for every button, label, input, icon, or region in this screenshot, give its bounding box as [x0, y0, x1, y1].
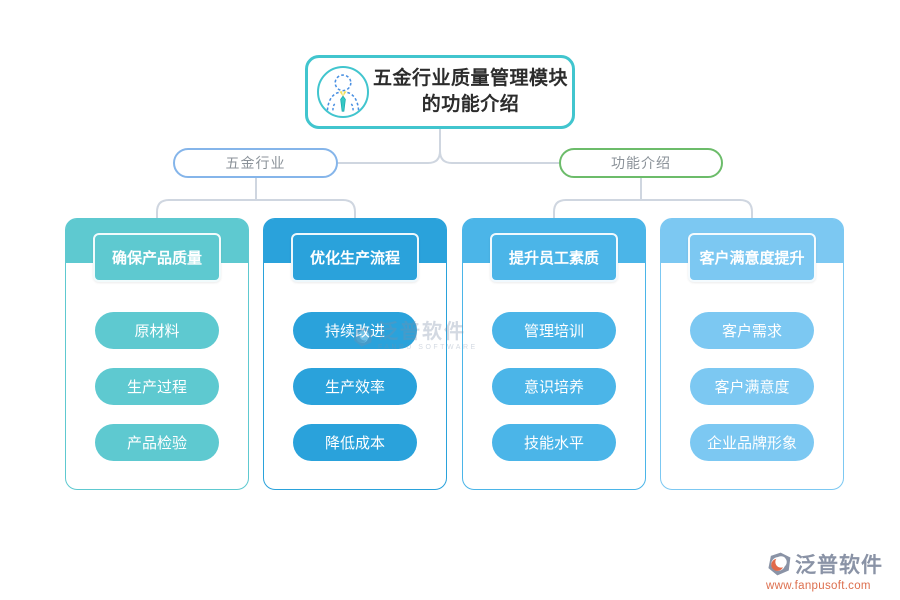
card-item: 产品检验 [95, 424, 219, 461]
card-item: 降低成本 [293, 424, 417, 461]
card-item: 管理培训 [492, 312, 616, 349]
card-item: 意识培养 [492, 368, 616, 405]
branch-node-hardware-industry: 五金行业 [173, 148, 338, 178]
card-item: 原材料 [95, 312, 219, 349]
fanpu-logo-icon [768, 552, 791, 576]
card-item: 生产效率 [293, 368, 417, 405]
card-production-process: 优化生产流程 持续改进 生产效率 降低成本 [263, 218, 447, 490]
card-header: 确保产品质量 [93, 233, 221, 282]
card-item: 企业品牌形象 [690, 424, 814, 461]
card-item: 客户需求 [690, 312, 814, 349]
card-item: 生产过程 [95, 368, 219, 405]
branch-node-function-intro: 功能介绍 [559, 148, 723, 178]
branch-label: 功能介绍 [611, 155, 671, 171]
branch-label: 五金行业 [225, 155, 286, 171]
card-product-quality: 确保产品质量 原材料 生产过程 产品检验 [65, 218, 249, 490]
diagram-title: 五金行业质量管理模块 的功能介绍 [369, 66, 572, 117]
diagram-title-line1: 五金行业质量管理模块 [372, 68, 568, 90]
card-item: 客户满意度 [690, 368, 814, 405]
footer-brand-name: 泛普软件 [795, 554, 883, 577]
card-employee-quality: 提升员工素质 管理培训 意识培养 技能水平 [462, 218, 646, 490]
card-header: 客户满意度提升 [688, 233, 816, 282]
footer-url: www.fanpusoft.com [766, 580, 871, 592]
card-header: 提升员工素质 [490, 233, 618, 282]
card-customer-satisfaction: 客户满意度提升 客户需求 客户满意度 企业品牌形象 [660, 218, 844, 490]
person-avatar-icon [317, 66, 369, 118]
root-node: 五金行业质量管理模块 的功能介绍 [305, 55, 575, 129]
card-item: 持续改进 [293, 312, 417, 349]
card-item: 技能水平 [492, 424, 616, 461]
diagram-title-line2: 的功能介绍 [421, 94, 520, 115]
footer-logo: 泛普软件 www.fanpusoft.com [766, 549, 894, 592]
card-header: 优化生产流程 [291, 233, 419, 282]
